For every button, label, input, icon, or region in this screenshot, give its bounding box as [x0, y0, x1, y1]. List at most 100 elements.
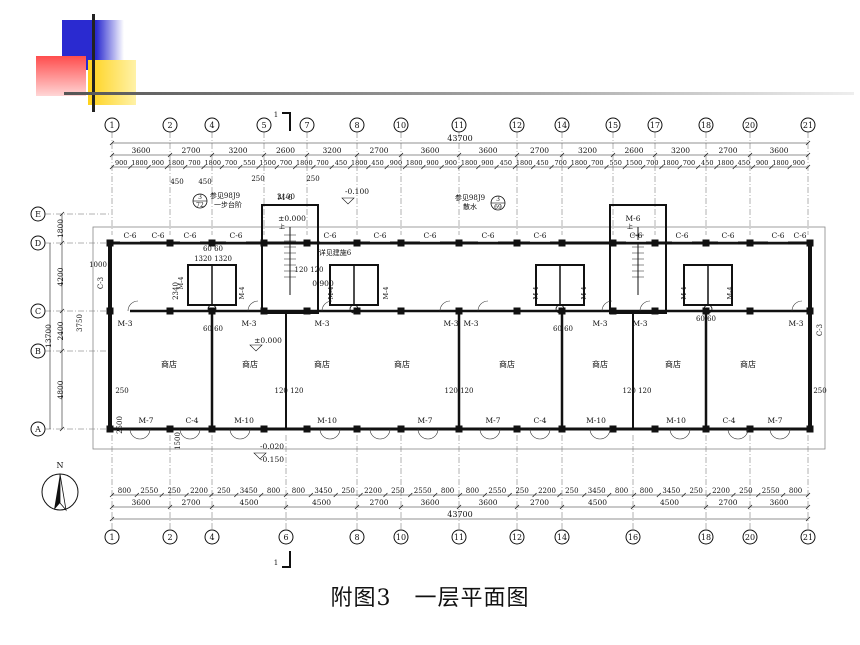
- bottom-axis-bubble: [742, 529, 758, 545]
- door-label-m4: M-4: [327, 287, 335, 300]
- dim-top-sub-tick: [292, 164, 298, 170]
- dim-left-extra: 1000: [89, 261, 107, 269]
- door-label-m4: M-4: [580, 287, 588, 300]
- dim-bottom-sub-text: 250: [739, 487, 752, 495]
- dim-top-bays-text: 2700: [181, 146, 200, 155]
- column: [702, 239, 710, 247]
- dim-top-bays-tick: [109, 152, 115, 158]
- dim-top-sub-tick: [567, 164, 573, 170]
- dim-bottom-sub-tick: [283, 492, 289, 498]
- dim-top-sub-tick: [494, 164, 499, 170]
- shop-label: 商店: [394, 359, 410, 369]
- dim-bottom-sub-tick: [134, 492, 140, 498]
- dim-bottom-bays-text: 4500: [588, 498, 607, 507]
- dim-top-sub-tick: [219, 164, 225, 170]
- column: [513, 307, 521, 315]
- dim-top-bays-text: 2700: [718, 146, 737, 155]
- column: [746, 425, 754, 433]
- door-swing: [669, 428, 681, 440]
- dim-top-bays-text: 3600: [420, 146, 439, 155]
- dim-bottom-sub-text: 250: [565, 487, 578, 495]
- column: [397, 239, 405, 247]
- elevation-marker: [341, 197, 355, 205]
- door-swing: [379, 428, 391, 440]
- dim-top-sub-tick: [347, 164, 353, 170]
- section-mark: 1: [274, 111, 278, 119]
- dim-top-sub-tick: [329, 164, 335, 170]
- bottom-axis-label: 11: [454, 533, 464, 542]
- dim-top-sub-text: 900: [115, 159, 127, 167]
- walls: [92, 204, 826, 450]
- dim-bottom-sub-tick: [482, 492, 488, 498]
- door-label-m3: M-3: [464, 319, 479, 328]
- top-axis-label: 7: [304, 121, 309, 130]
- door-swing: [329, 428, 341, 440]
- dim-top-sub-text: 450: [371, 159, 383, 167]
- small-dim: 120 120: [295, 266, 324, 274]
- dim-top-bays-text: 3200: [578, 146, 597, 155]
- dim-top-sub-tick: [604, 164, 609, 170]
- column: [513, 239, 521, 247]
- door-swing: [179, 428, 191, 440]
- dim-top-sub-tick: [109, 164, 115, 170]
- dim-top-sub-text: 450: [738, 159, 750, 167]
- dim-top-extra: 2100: [277, 193, 295, 201]
- column: [513, 425, 521, 433]
- column: [208, 307, 216, 315]
- dim-top-sub-text: 450: [335, 159, 347, 167]
- dim-left-tick: [59, 348, 65, 354]
- window-label-c6: C-6: [481, 231, 494, 240]
- dim-bottom-sub-tick: [606, 492, 612, 498]
- dim-top-extra: 250: [251, 175, 264, 183]
- column: [353, 307, 361, 315]
- column: [208, 425, 216, 433]
- dim-top-sub-tick: [476, 164, 481, 170]
- door-swing: [791, 300, 803, 312]
- dim-top-sub-tick: [182, 164, 188, 170]
- column: [166, 425, 174, 433]
- bottom-axis-bubble: [162, 529, 178, 545]
- dim-total-top-text: 43700: [447, 134, 472, 143]
- bottom-axis-label: 21: [803, 533, 813, 542]
- ref-number: 69: [494, 204, 502, 211]
- dim-top-bays-tick: [209, 152, 215, 158]
- dim-left-extra: 2340: [172, 282, 180, 300]
- door-label-m4: M-4: [177, 277, 185, 290]
- dim-bottom-sub-tick: [333, 492, 338, 498]
- dim-top-sub-text: 1800: [131, 159, 148, 167]
- dim-left-tick: [59, 308, 65, 314]
- dim-bottom-sub-tick: [656, 492, 662, 498]
- bottom-axis-label: 1: [109, 533, 114, 542]
- window-label-c6: C-6: [323, 231, 336, 240]
- door-swing: [189, 428, 201, 440]
- door-swing: [601, 300, 613, 312]
- dim-total-top-tick: [805, 140, 811, 146]
- section-cut: [282, 112, 291, 131]
- column: [208, 239, 216, 247]
- column: [651, 425, 659, 433]
- dim-top-bays-text: 2600: [624, 146, 643, 155]
- dim-top-sub-text: 900: [390, 159, 402, 167]
- dim-top-bays-text: 2600: [276, 146, 295, 155]
- door-swing: [229, 428, 241, 440]
- opening-label: M-7: [768, 416, 783, 425]
- dim-top-sub-text: 1800: [351, 159, 368, 167]
- dim-top-sub-tick: [659, 164, 664, 170]
- opening-label: M-7: [418, 416, 433, 425]
- bottom-axis-label: 14: [557, 533, 567, 542]
- dim-top-bays-text: 3600: [769, 146, 788, 155]
- dim-bottom-bays-text: 4500: [312, 498, 331, 507]
- dim-top-bays-tick: [456, 152, 462, 158]
- stair-door-label: M-6: [626, 214, 641, 223]
- dim-top-sub-tick: [750, 164, 756, 170]
- dim-bottom-sub-tick: [706, 492, 711, 498]
- door-swing: [479, 428, 491, 440]
- stair-label: 上: [279, 223, 285, 231]
- dim-bottom-sub-text: 3450: [588, 487, 606, 495]
- window-label-c6: C-6: [373, 231, 386, 240]
- dim-left-total: 13700: [44, 324, 53, 348]
- door-swing: [489, 428, 501, 440]
- small-dim: 120 120: [445, 387, 474, 395]
- door-swing: [769, 428, 781, 440]
- elevation-label: ±0.000: [278, 214, 306, 223]
